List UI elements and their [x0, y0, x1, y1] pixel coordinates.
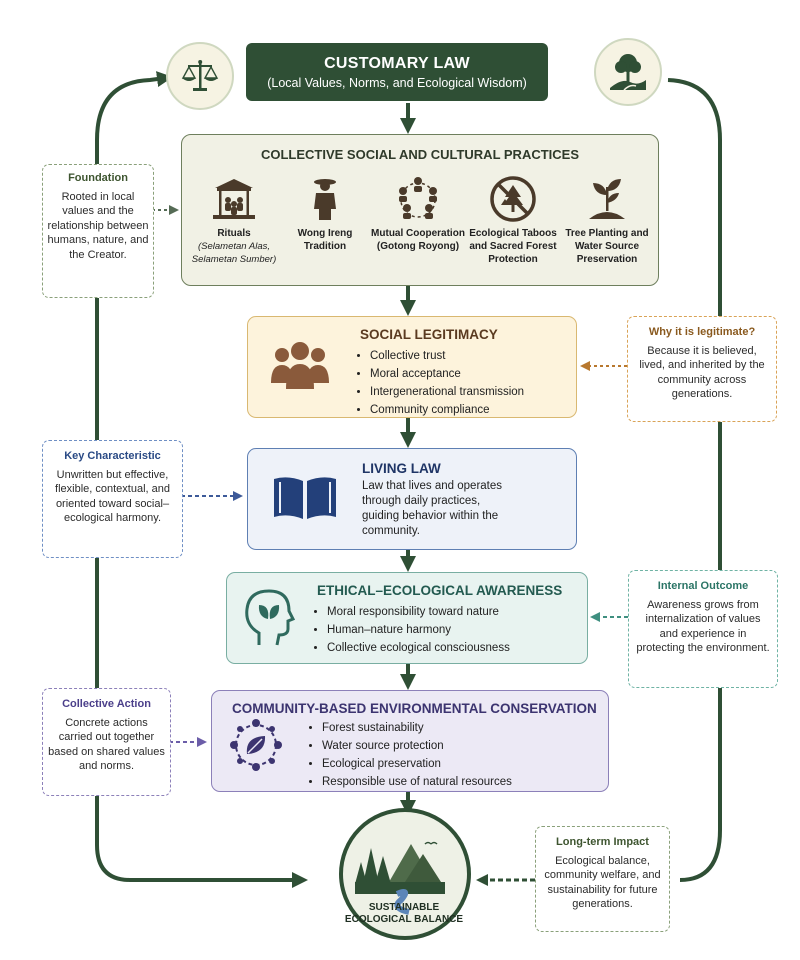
- note-text: Rooted in local values and the relations…: [47, 190, 149, 261]
- landscape-icon: [355, 841, 445, 915]
- practices-box: COLLECTIVE SOCIAL AND CULTURAL PRACTICES…: [181, 134, 659, 286]
- legitimacy-bullet: Intergenerational transmission: [370, 383, 524, 401]
- note-text: Ecological balance, community welfare, a…: [544, 854, 661, 911]
- awareness-bullet: Moral responsibility toward nature: [327, 603, 510, 621]
- note-foundation: Foundation Rooted in local values and th…: [42, 164, 154, 298]
- conservation-bullet: Responsible use of natural resources: [322, 773, 512, 791]
- forbidden-tree-icon: [466, 171, 560, 227]
- header-subtitle: (Local Values, Norms, and Ecological Wis…: [267, 75, 527, 90]
- person-icon: [278, 171, 372, 227]
- legitimacy-bullet: Moral acceptance: [370, 365, 524, 383]
- note-text: Unwritten but effective, flexible, conte…: [55, 468, 170, 525]
- ritual-pavilion-icon: [187, 171, 281, 227]
- practice-gotong-royong: Mutual Cooperation (Gotong Royong): [371, 171, 465, 253]
- practice-label: Rituals: [217, 228, 251, 239]
- practices-title: COLLECTIVE SOCIAL AND CULTURAL PRACTICES: [260, 147, 580, 162]
- conservation-bullet: Ecological preservation: [322, 755, 512, 773]
- note-long-term-impact: Long-term Impact Ecological balance, com…: [535, 826, 670, 932]
- note-title: Why it is legitimate?: [648, 326, 756, 338]
- awareness-bullet: Collective ecological consciousness: [327, 639, 510, 657]
- conservation-list: Forest sustainability Water source prote…: [308, 719, 512, 791]
- practice-label: Ecological Taboos and Sacred Forest Prot…: [469, 228, 557, 265]
- conservation-box: COMMUNITY-BASED ENVIRONMENTAL CONSERVATI…: [211, 690, 609, 792]
- note-title: Collective Action: [62, 698, 151, 710]
- conservation-bullet: Water source protection: [322, 737, 512, 755]
- note-legitimate: Why it is legitimate? Because it is beli…: [627, 316, 777, 422]
- note-collective-action: Collective Action Concrete actions carri…: [42, 688, 171, 796]
- people-group-icon: [268, 339, 332, 400]
- practice-sublabel: (Selametan Alas, Selametan Sumber): [191, 241, 277, 265]
- note-key-characteristic: Key Characteristic Unwritten but effecti…: [42, 440, 183, 558]
- head-leaf-icon: [241, 587, 297, 654]
- living-law-box: LIVING LAW Law that lives and operates t…: [247, 448, 577, 550]
- living-law-title: LIVING LAW: [362, 461, 441, 476]
- awareness-bullet: Human–nature harmony: [327, 621, 510, 639]
- practice-label: Mutual Cooperation (Gotong Royong): [371, 228, 465, 252]
- practice-label: Tree Planting and Water Source Preservat…: [565, 228, 649, 265]
- scales-icon: [166, 42, 234, 110]
- community-leaf-icon: [228, 717, 284, 778]
- practice-taboos: Ecological Taboos and Sacred Forest Prot…: [466, 171, 560, 266]
- note-text: Concrete actions carried out together ba…: [48, 716, 165, 773]
- note-title: Long-term Impact: [556, 836, 649, 848]
- practice-tree-planting: Tree Planting and Water Source Preservat…: [560, 171, 654, 266]
- customary-law-header: CUSTOMARY LAW (Local Values, Norms, and …: [246, 43, 548, 101]
- sapling-icon: [560, 171, 654, 227]
- conservation-bullet: Forest sustainability: [322, 719, 512, 737]
- note-text: Awareness grows from internalization of …: [636, 598, 770, 655]
- header-title: CUSTOMARY LAW: [324, 54, 470, 72]
- legitimacy-title: SOCIAL LEGITIMACY: [360, 327, 498, 342]
- tree-landscape-icon: [594, 38, 662, 106]
- book-icon: [270, 473, 340, 528]
- note-title: Key Characteristic: [64, 450, 161, 462]
- practice-wong-ireng: Wong Ireng Tradition: [278, 171, 372, 253]
- practice-label: Wong Ireng Tradition: [297, 228, 353, 252]
- living-law-text: Law that lives and operates through dail…: [362, 480, 503, 537]
- legitimacy-bullet: Community compliance: [370, 401, 524, 419]
- legitimacy-bullet: Collective trust: [370, 347, 524, 365]
- people-circle-icon: [371, 171, 465, 227]
- awareness-list: Moral responsibility toward nature Human…: [313, 603, 510, 657]
- ethical-awareness-box: ETHICAL–ECOLOGICAL AWARENESS Moral respo…: [226, 572, 588, 664]
- awareness-title: ETHICAL–ECOLOGICAL AWARENESS: [317, 583, 563, 598]
- social-legitimacy-box: SOCIAL LEGITIMACY Collective trust Moral…: [247, 316, 577, 418]
- conservation-title: COMMUNITY-BASED ENVIRONMENTAL CONSERVATI…: [232, 701, 597, 716]
- final-title: SUSTAINABLE ECOLOGICAL BALANCE: [344, 902, 464, 925]
- practice-rituals: Rituals (Selametan Alas, Selametan Sumbe…: [187, 171, 281, 266]
- sustainable-balance-circle: [339, 808, 471, 940]
- note-text: Because it is believed, lived, and inher…: [639, 344, 765, 401]
- note-internal-outcome: Internal Outcome Awareness grows from in…: [628, 570, 778, 688]
- note-title: Internal Outcome: [657, 580, 749, 592]
- legitimacy-list: Collective trust Moral acceptance Interg…: [356, 347, 524, 419]
- note-title: Foundation: [68, 172, 128, 184]
